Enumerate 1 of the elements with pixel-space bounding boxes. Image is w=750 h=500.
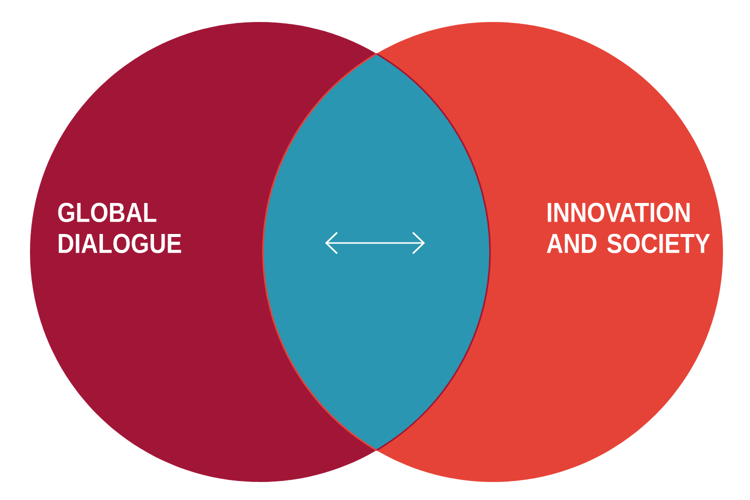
double-arrow: [325, 232, 425, 254]
